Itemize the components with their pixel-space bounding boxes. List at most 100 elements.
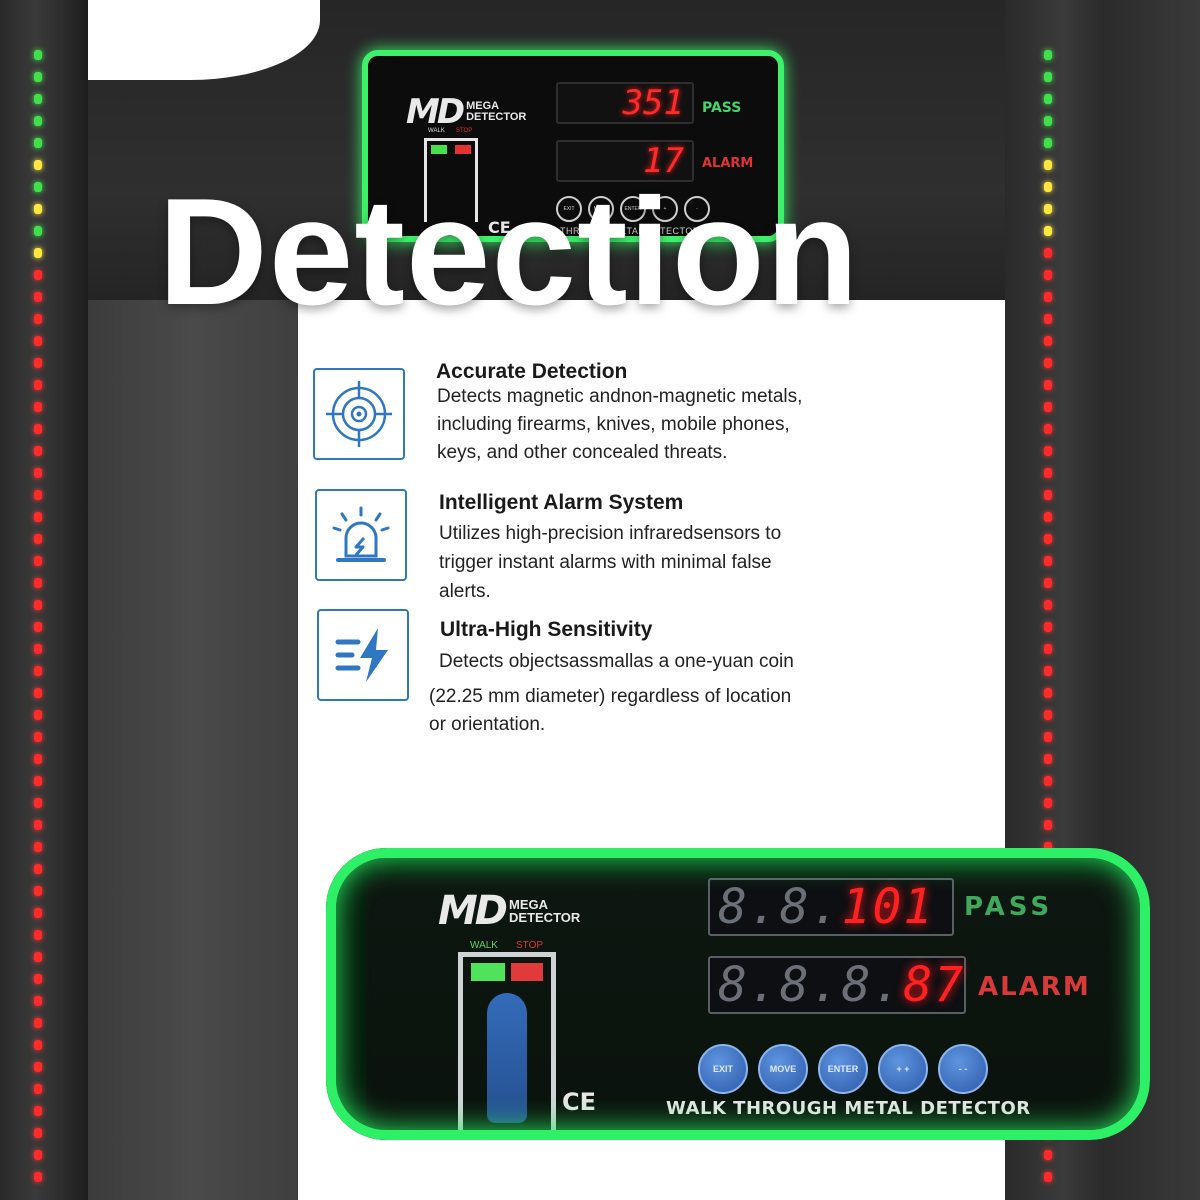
led-light bbox=[1044, 732, 1052, 742]
pass-label: PASS bbox=[702, 100, 742, 116]
led-light bbox=[1044, 270, 1052, 280]
top-control-panel: MD MEGA DETECTOR 351 PASS 17 ALARM WALK … bbox=[362, 50, 784, 242]
feature-desc-intelligent-alarm: Utilizes high-precision infraredsensors … bbox=[439, 519, 781, 607]
led-light bbox=[1044, 556, 1052, 566]
move-button[interactable]: MOVE bbox=[758, 1044, 808, 1094]
led-light bbox=[1044, 776, 1052, 786]
led-light bbox=[34, 314, 42, 324]
enter-button[interactable]: ENTER bbox=[620, 196, 646, 222]
pass-counter-value: 101 bbox=[841, 879, 935, 935]
led-light bbox=[1044, 204, 1052, 214]
alarm-counter: 8.8.8.87 bbox=[708, 956, 966, 1014]
led-light bbox=[1044, 710, 1052, 720]
minus-button[interactable]: - - bbox=[938, 1044, 988, 1094]
led-light bbox=[1044, 424, 1052, 434]
siren-alarm-icon bbox=[315, 489, 407, 581]
brand-mark: MD bbox=[406, 92, 465, 132]
feature-desc-line: trigger instant alarms with minimal fals… bbox=[439, 552, 772, 573]
door-diagram bbox=[458, 952, 556, 1132]
led-light bbox=[34, 94, 42, 104]
control-buttons: EXIT MOVE ENTER + - bbox=[556, 196, 710, 222]
ce-mark: CE bbox=[562, 1088, 597, 1116]
stop-indicator bbox=[511, 963, 543, 981]
walk-label: WALK bbox=[470, 940, 498, 951]
led-light bbox=[34, 732, 42, 742]
led-light bbox=[34, 864, 42, 874]
feature-title-accurate-detection: Accurate Detection bbox=[436, 360, 628, 383]
exit-button[interactable]: EXIT bbox=[698, 1044, 748, 1094]
led-light bbox=[34, 754, 42, 764]
feature-desc-line: keys, and other concealed threats. bbox=[437, 442, 728, 463]
led-light bbox=[34, 116, 42, 126]
pass-counter-dim-digits: 8.8. bbox=[718, 879, 842, 935]
feature-title-intelligent-alarm: Intelligent Alarm System bbox=[439, 491, 684, 514]
led-light bbox=[34, 688, 42, 698]
led-light bbox=[34, 666, 42, 676]
led-light bbox=[1044, 512, 1052, 522]
led-light bbox=[34, 402, 42, 412]
led-light bbox=[34, 446, 42, 456]
led-light bbox=[1044, 666, 1052, 676]
headline: Detection bbox=[158, 167, 860, 337]
led-light bbox=[1044, 336, 1052, 346]
led-light bbox=[34, 424, 42, 434]
led-light bbox=[34, 1018, 42, 1028]
control-buttons: EXIT MOVE ENTER + + - - bbox=[698, 1044, 988, 1094]
target-icon bbox=[313, 368, 405, 460]
led-light bbox=[34, 1128, 42, 1138]
feature-desc-line: alerts. bbox=[439, 581, 491, 602]
led-light bbox=[34, 710, 42, 720]
led-light bbox=[34, 160, 42, 170]
led-light bbox=[34, 292, 42, 302]
led-light bbox=[34, 358, 42, 368]
pass-counter: 8.8.101 bbox=[708, 878, 954, 936]
led-light bbox=[34, 776, 42, 786]
led-light bbox=[1044, 182, 1052, 192]
feature-desc-accurate-detection: Detects magnetic andnon-magnetic metals,… bbox=[437, 383, 802, 467]
pass-label: PASS bbox=[964, 892, 1054, 922]
brand-line1: MEGA bbox=[466, 100, 500, 112]
led-light bbox=[1044, 116, 1052, 126]
enter-button[interactable]: ENTER bbox=[818, 1044, 868, 1094]
exit-button[interactable]: EXIT bbox=[556, 196, 582, 222]
led-light bbox=[34, 578, 42, 588]
panel-caption: WALK THROUGH METAL DETECTOR bbox=[530, 226, 700, 236]
led-light bbox=[34, 490, 42, 500]
brand-logo: MD MEGA DETECTOR bbox=[406, 92, 526, 132]
plus-button[interactable]: + + bbox=[878, 1044, 928, 1094]
led-light bbox=[34, 798, 42, 808]
led-light bbox=[34, 600, 42, 610]
feature-desc-line: (22.25 mm diameter) regardless of locati… bbox=[429, 686, 792, 707]
led-light bbox=[34, 1172, 42, 1182]
stop-indicator bbox=[455, 145, 471, 154]
move-button[interactable]: MOVE bbox=[588, 196, 614, 222]
led-light bbox=[1044, 248, 1052, 258]
led-light bbox=[1044, 1172, 1052, 1182]
led-light bbox=[34, 226, 42, 236]
minus-button[interactable]: - bbox=[684, 196, 710, 222]
feature-title-ultra-sensitivity: Ultra-High Sensitivity bbox=[440, 618, 653, 641]
feature-desc-line: including firearms, knives, mobile phone… bbox=[437, 414, 790, 435]
control-panel-closeup: MD MEGA DETECTOR 8.8.101 PASS 8.8.8.87 A… bbox=[326, 848, 1150, 1140]
feature-desc-line: Detects magnetic andnon-magnetic metals, bbox=[437, 386, 803, 407]
led-light bbox=[34, 182, 42, 192]
led-light bbox=[34, 1040, 42, 1050]
led-light bbox=[1044, 1150, 1052, 1160]
alarm-label: ALARM bbox=[978, 972, 1091, 1002]
feature-desc-line: Detects objectsassmallas a one-yuan coin bbox=[439, 651, 794, 672]
led-light bbox=[1044, 138, 1052, 148]
led-light bbox=[1044, 446, 1052, 456]
led-light bbox=[1044, 842, 1052, 852]
ce-mark: CE bbox=[488, 218, 511, 237]
led-light bbox=[1044, 160, 1052, 170]
led-light bbox=[1044, 622, 1052, 632]
plus-button[interactable]: + bbox=[652, 196, 678, 222]
left-pillar bbox=[0, 0, 88, 1200]
door-diagram bbox=[424, 138, 478, 222]
led-light bbox=[34, 468, 42, 478]
brand-mark: MD bbox=[438, 888, 508, 934]
walk-label: WALK bbox=[428, 128, 445, 134]
left-led-strip bbox=[34, 40, 42, 1200]
led-light bbox=[34, 50, 42, 60]
